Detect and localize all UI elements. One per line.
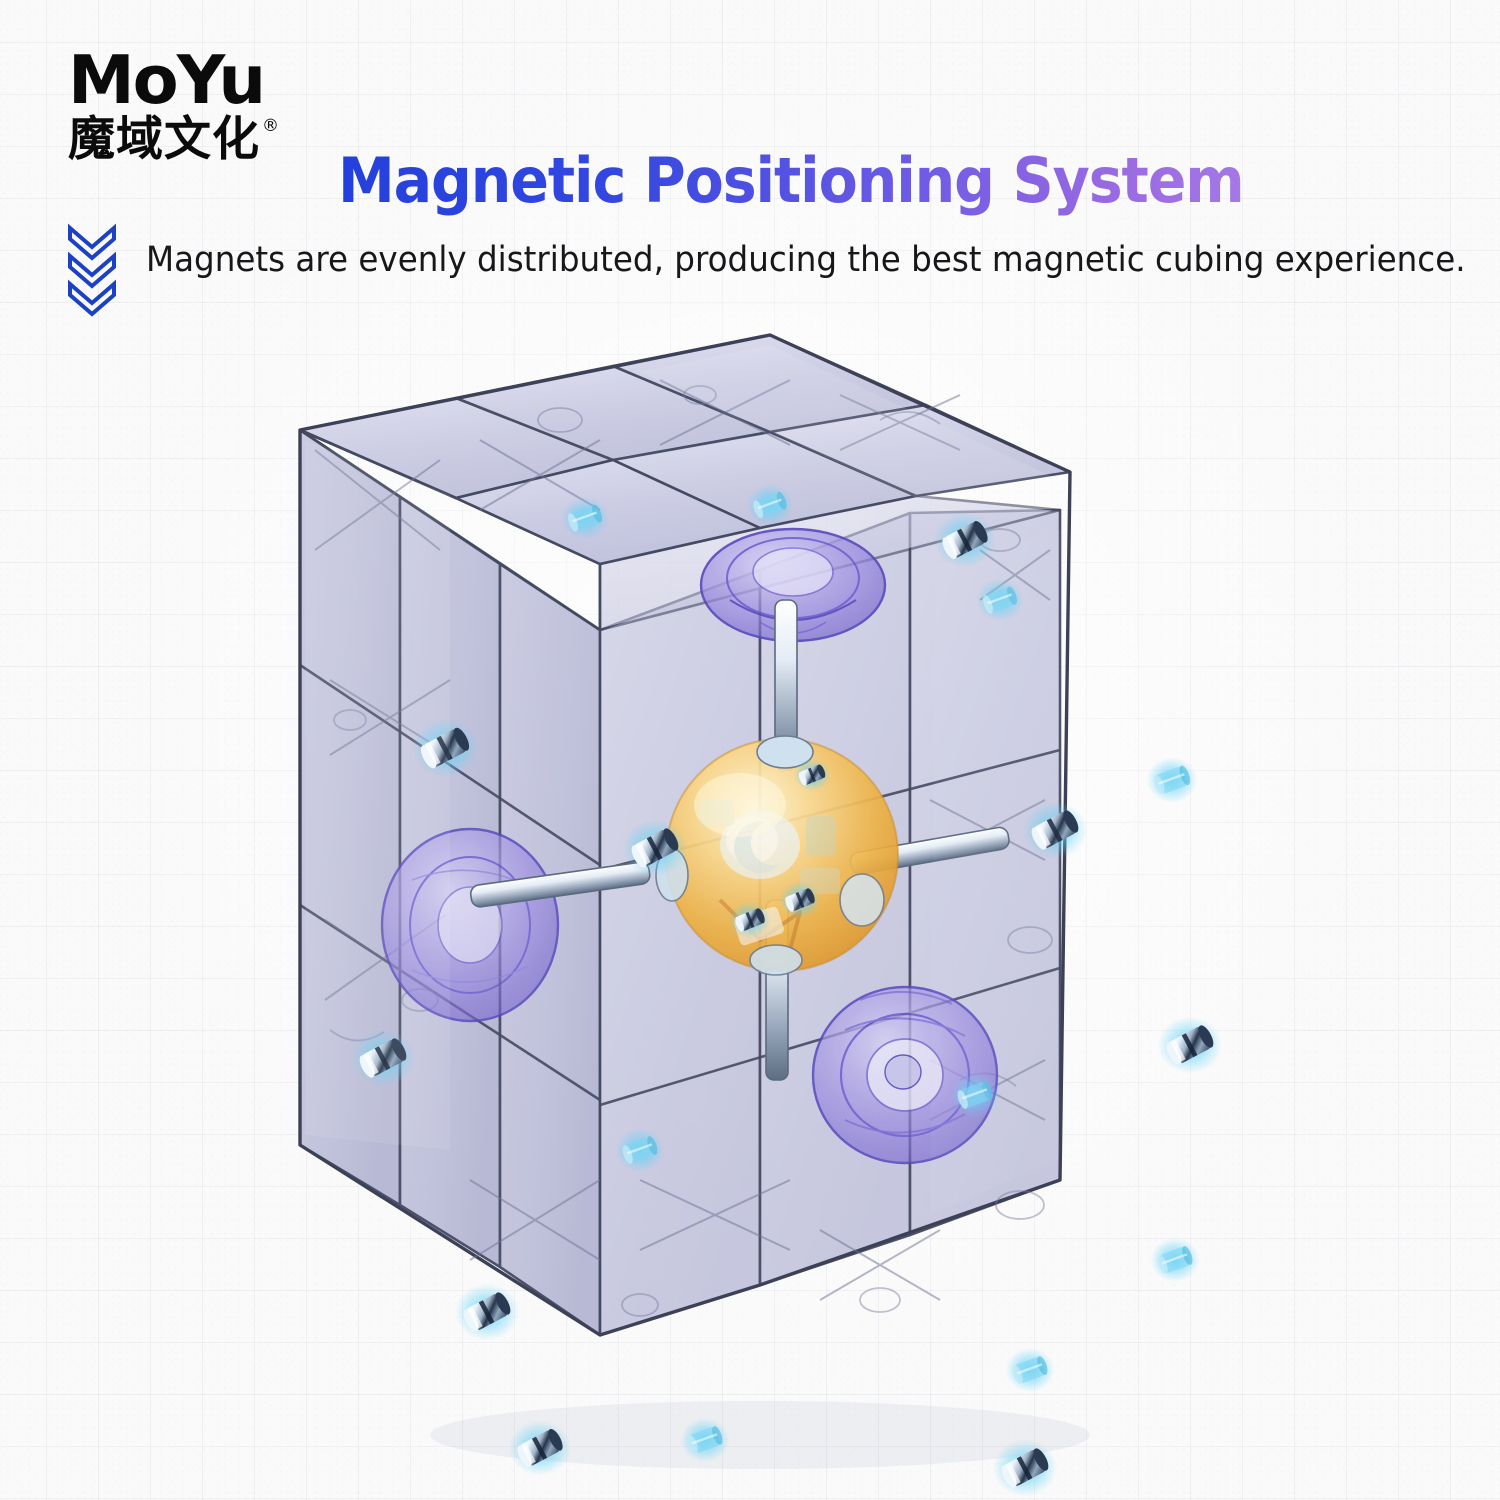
- magnet: [454, 1283, 520, 1341]
- magnet: [1157, 1016, 1223, 1074]
- magnet: [793, 758, 831, 792]
- magnet: [746, 483, 794, 527]
- magnet: [992, 1439, 1058, 1497]
- brand-logo-cjk: 魔域文化: [68, 111, 260, 167]
- product-image-transparent-magnetic-cube: [0, 300, 1500, 1500]
- brand-logo-latin: MoYu: [68, 41, 266, 119]
- magnet: [1146, 757, 1198, 803]
- center-cap-right: [811, 985, 999, 1165]
- magnet: [1150, 1237, 1200, 1283]
- brand-logo-cjk-row: 魔域文化 ®: [68, 116, 298, 163]
- magnet: [729, 901, 771, 939]
- center-cap-top: [699, 527, 887, 643]
- chevron-down-stack-icon: [64, 222, 120, 318]
- magnet: [779, 881, 821, 919]
- cube-glass-highlights: [305, 345, 1062, 1215]
- brand-logo: MoYu 魔域文化 ®: [68, 41, 298, 163]
- magnet: [615, 1127, 665, 1173]
- registered-trademark-icon: ®: [262, 115, 279, 136]
- magnet: [561, 496, 609, 540]
- cube-outline: [298, 333, 1072, 1337]
- magnet: [622, 819, 688, 877]
- magnet: [508, 1420, 572, 1476]
- page-subtitle: Magnets are evenly distributed, producin…: [146, 240, 1466, 280]
- magnet: [680, 1417, 730, 1463]
- page-title: Magnetic Positioning System: [338, 144, 1245, 217]
- magnet: [1005, 1347, 1055, 1393]
